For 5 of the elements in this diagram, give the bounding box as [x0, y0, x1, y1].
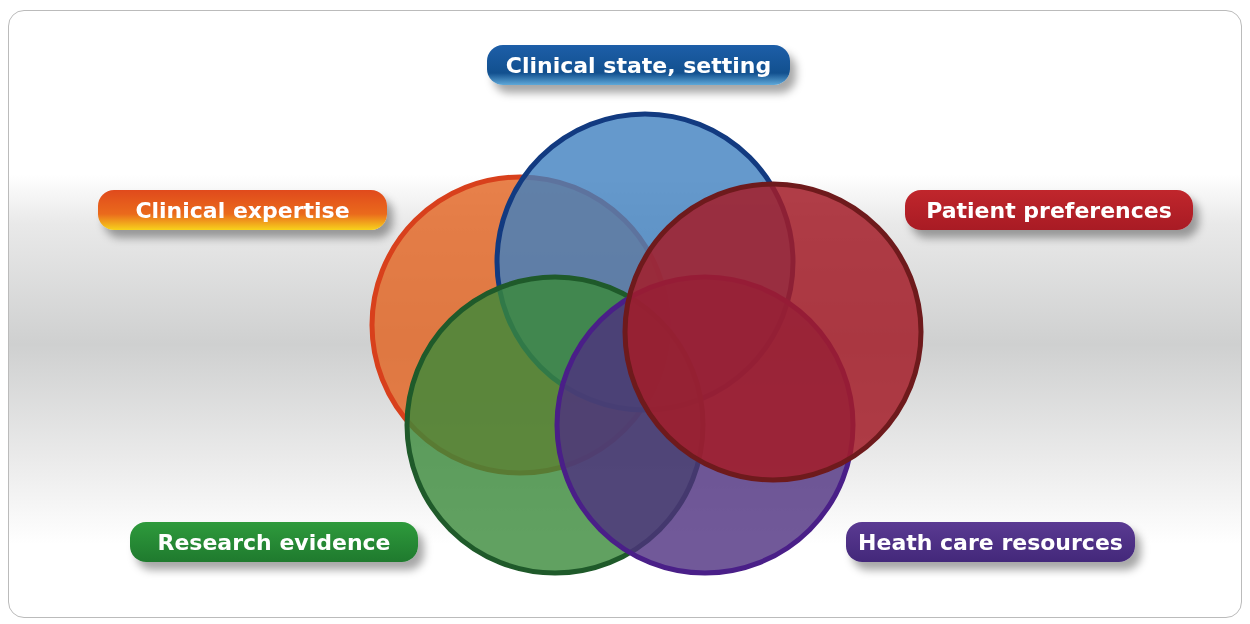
category-label: Clinical expertise — [98, 190, 387, 230]
category-label: Patient preferences — [905, 190, 1193, 230]
category-label: Heath care resources — [846, 522, 1135, 562]
category-label: Research evidence — [130, 522, 418, 562]
category-label: Clinical state, setting — [487, 45, 790, 85]
